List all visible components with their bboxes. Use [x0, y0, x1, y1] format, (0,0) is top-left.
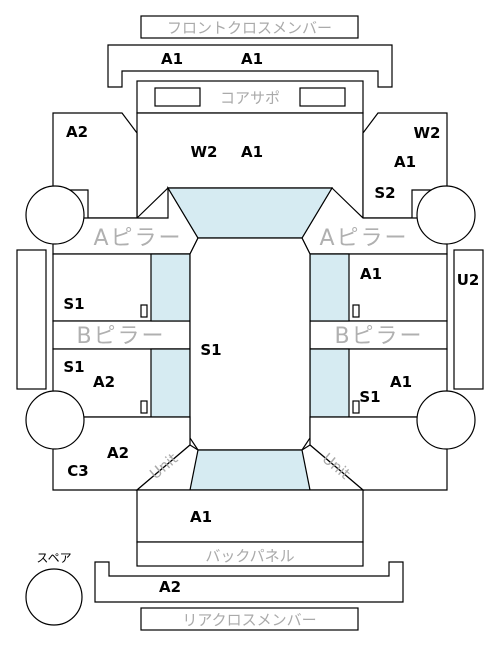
right-front-fender-s2-code: S2	[374, 184, 395, 202]
left-quarter-c3-code: C3	[67, 462, 88, 480]
left-front-door-handle	[140, 304, 148, 318]
right-front-fender[interactable]	[362, 112, 448, 219]
right-front-window[interactable]	[309, 253, 350, 322]
left-rear-door-s1-code: S1	[63, 358, 84, 376]
right-rear-door-handle	[352, 400, 360, 414]
right-rear-door-a1-code: A1	[390, 373, 412, 391]
left-rear-door-handle	[140, 400, 148, 414]
back-panel[interactable]	[136, 541, 364, 567]
front-cross-right-code: A1	[241, 50, 263, 68]
b-pillar-right-label: Bピラー	[334, 324, 423, 349]
core-support[interactable]: コアサポ	[136, 80, 364, 114]
front-cross-member[interactable]: フロントクロスメンバー	[140, 15, 359, 39]
right-side-step-code: U2	[457, 271, 480, 289]
b-pillar-left[interactable]	[52, 320, 191, 350]
spare-tire[interactable]	[25, 568, 83, 626]
right-front-door-handle	[352, 304, 360, 318]
core-support-label: コアサポ	[220, 89, 280, 107]
left-front-wheel[interactable]	[25, 185, 85, 245]
trunk[interactable]	[136, 489, 364, 543]
right-rear-door-s1-code: S1	[359, 388, 380, 406]
left-front-fender-code: A2	[66, 123, 88, 141]
left-rear-window[interactable]	[150, 348, 191, 418]
front-cross-member-label: フロントクロスメンバー	[167, 19, 332, 37]
roof-code: S1	[200, 341, 221, 359]
left-quarter-a2-code: A2	[107, 444, 129, 462]
spare-label: スペア	[36, 551, 71, 565]
rear-cross-code: A2	[159, 578, 181, 596]
right-front-fender-a1-code: A1	[394, 153, 416, 171]
right-front-wheel[interactable]	[416, 185, 476, 245]
left-side-step[interactable]	[16, 249, 47, 390]
left-rear-wheel[interactable]	[25, 390, 85, 450]
back-panel-label: バックパネル	[205, 547, 294, 565]
rear-cross-member-label: リアクロスメンバー	[182, 611, 316, 629]
a-pillar-right-label: Aピラー	[319, 226, 408, 251]
right-rear-wheel[interactable]	[416, 390, 476, 450]
trunk-code: A1	[190, 508, 212, 526]
rear-window[interactable]	[189, 449, 311, 491]
right-rear-window[interactable]	[309, 348, 350, 418]
right-headlight[interactable]	[299, 87, 346, 107]
left-front-window[interactable]	[150, 253, 191, 322]
left-front-door-code: S1	[63, 295, 84, 313]
bonnet-a1-code: A1	[241, 143, 263, 161]
left-headlight[interactable]	[154, 87, 201, 107]
bonnet-w2-code: W2	[191, 143, 218, 161]
right-side-step[interactable]	[453, 249, 484, 390]
a-pillar-left-label: Aピラー	[93, 226, 182, 251]
front-bumper[interactable]	[107, 44, 393, 88]
right-front-fender-w2-code: W2	[414, 124, 441, 142]
front-cross-left-code: A1	[161, 50, 183, 68]
left-rear-door-a2-code: A2	[93, 373, 115, 391]
rear-bumper[interactable]	[94, 561, 404, 603]
b-pillar-left-label: Bピラー	[76, 324, 165, 349]
rear-cross-member[interactable]: リアクロスメンバー	[140, 607, 359, 631]
right-front-door-code: A1	[360, 265, 382, 283]
